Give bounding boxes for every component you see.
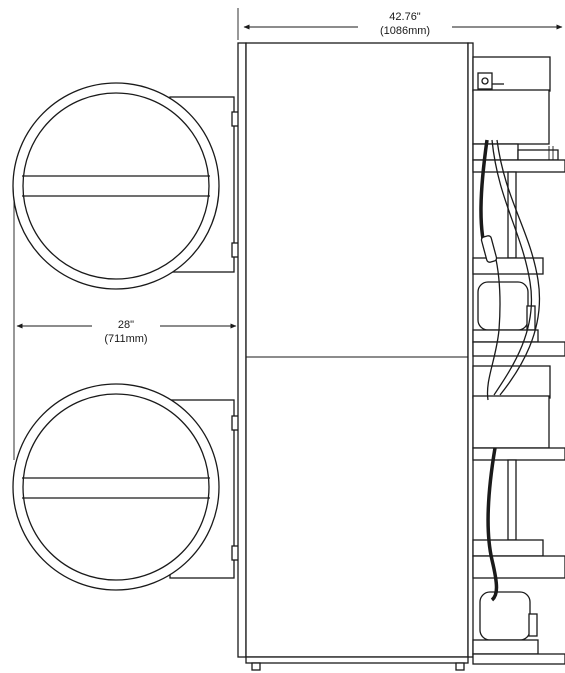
lower-rear-rail [472, 539, 544, 557]
gas-hose-outer [496, 139, 541, 396]
lower-rear-tray [472, 555, 565, 579]
lower-motor-cap [528, 613, 538, 637]
gas-hose-inner [491, 139, 533, 396]
upper-rear-post [507, 171, 517, 259]
lower-rear-housing [472, 395, 550, 449]
upper-rear-housing [472, 89, 550, 145]
upper-rear-shelf [472, 159, 565, 173]
upper-door-outer-ring [12, 82, 220, 290]
hoses [479, 139, 541, 602]
lower-rear-post [507, 459, 517, 541]
upper-rear-rail [472, 257, 544, 275]
upper-door [12, 82, 240, 290]
front-leveling-foot [251, 662, 261, 671]
upper-door-inner-ring [22, 92, 210, 280]
rear-leveling-foot [455, 662, 465, 671]
lower-door-inner-ring [22, 393, 210, 581]
lower-rear-bracket [472, 365, 551, 399]
height-inches-label: 28" [118, 319, 134, 331]
cabinet-side-panel [245, 42, 469, 658]
upper-rear-strut [472, 143, 519, 161]
upper-blower-motor [477, 281, 529, 331]
cabinet-base [245, 656, 469, 664]
height-mm-label: (711mm) [104, 333, 147, 345]
width-mm-label: (1086mm) [380, 25, 430, 37]
hose-coupling [480, 235, 498, 263]
width-inches-label: 42.76" [389, 11, 421, 23]
height-dimension: 28" (711mm) [13, 196, 237, 460]
lower-door [12, 383, 240, 591]
rear-mechanics-upper [472, 56, 565, 357]
lower-rear-shelf [472, 447, 565, 461]
upper-motor-base [472, 329, 539, 343]
gas-valve [477, 72, 493, 90]
cabinet-back-edge [467, 42, 474, 658]
cabinet-front-panel [237, 42, 247, 658]
upper-vent-plate [517, 149, 559, 161]
lower-door-outer-ring [12, 383, 220, 591]
lower-motor-base [472, 639, 539, 655]
lower-bottom-shelf [472, 653, 565, 665]
gas-valve-knob-icon [481, 77, 489, 85]
width-dimension: 42.76" (1086mm) [237, 8, 563, 40]
lower-blower-motor [479, 591, 531, 641]
cabinet [237, 42, 474, 671]
power-cord-lower [486, 447, 499, 602]
rear-mechanics-lower [472, 365, 565, 665]
